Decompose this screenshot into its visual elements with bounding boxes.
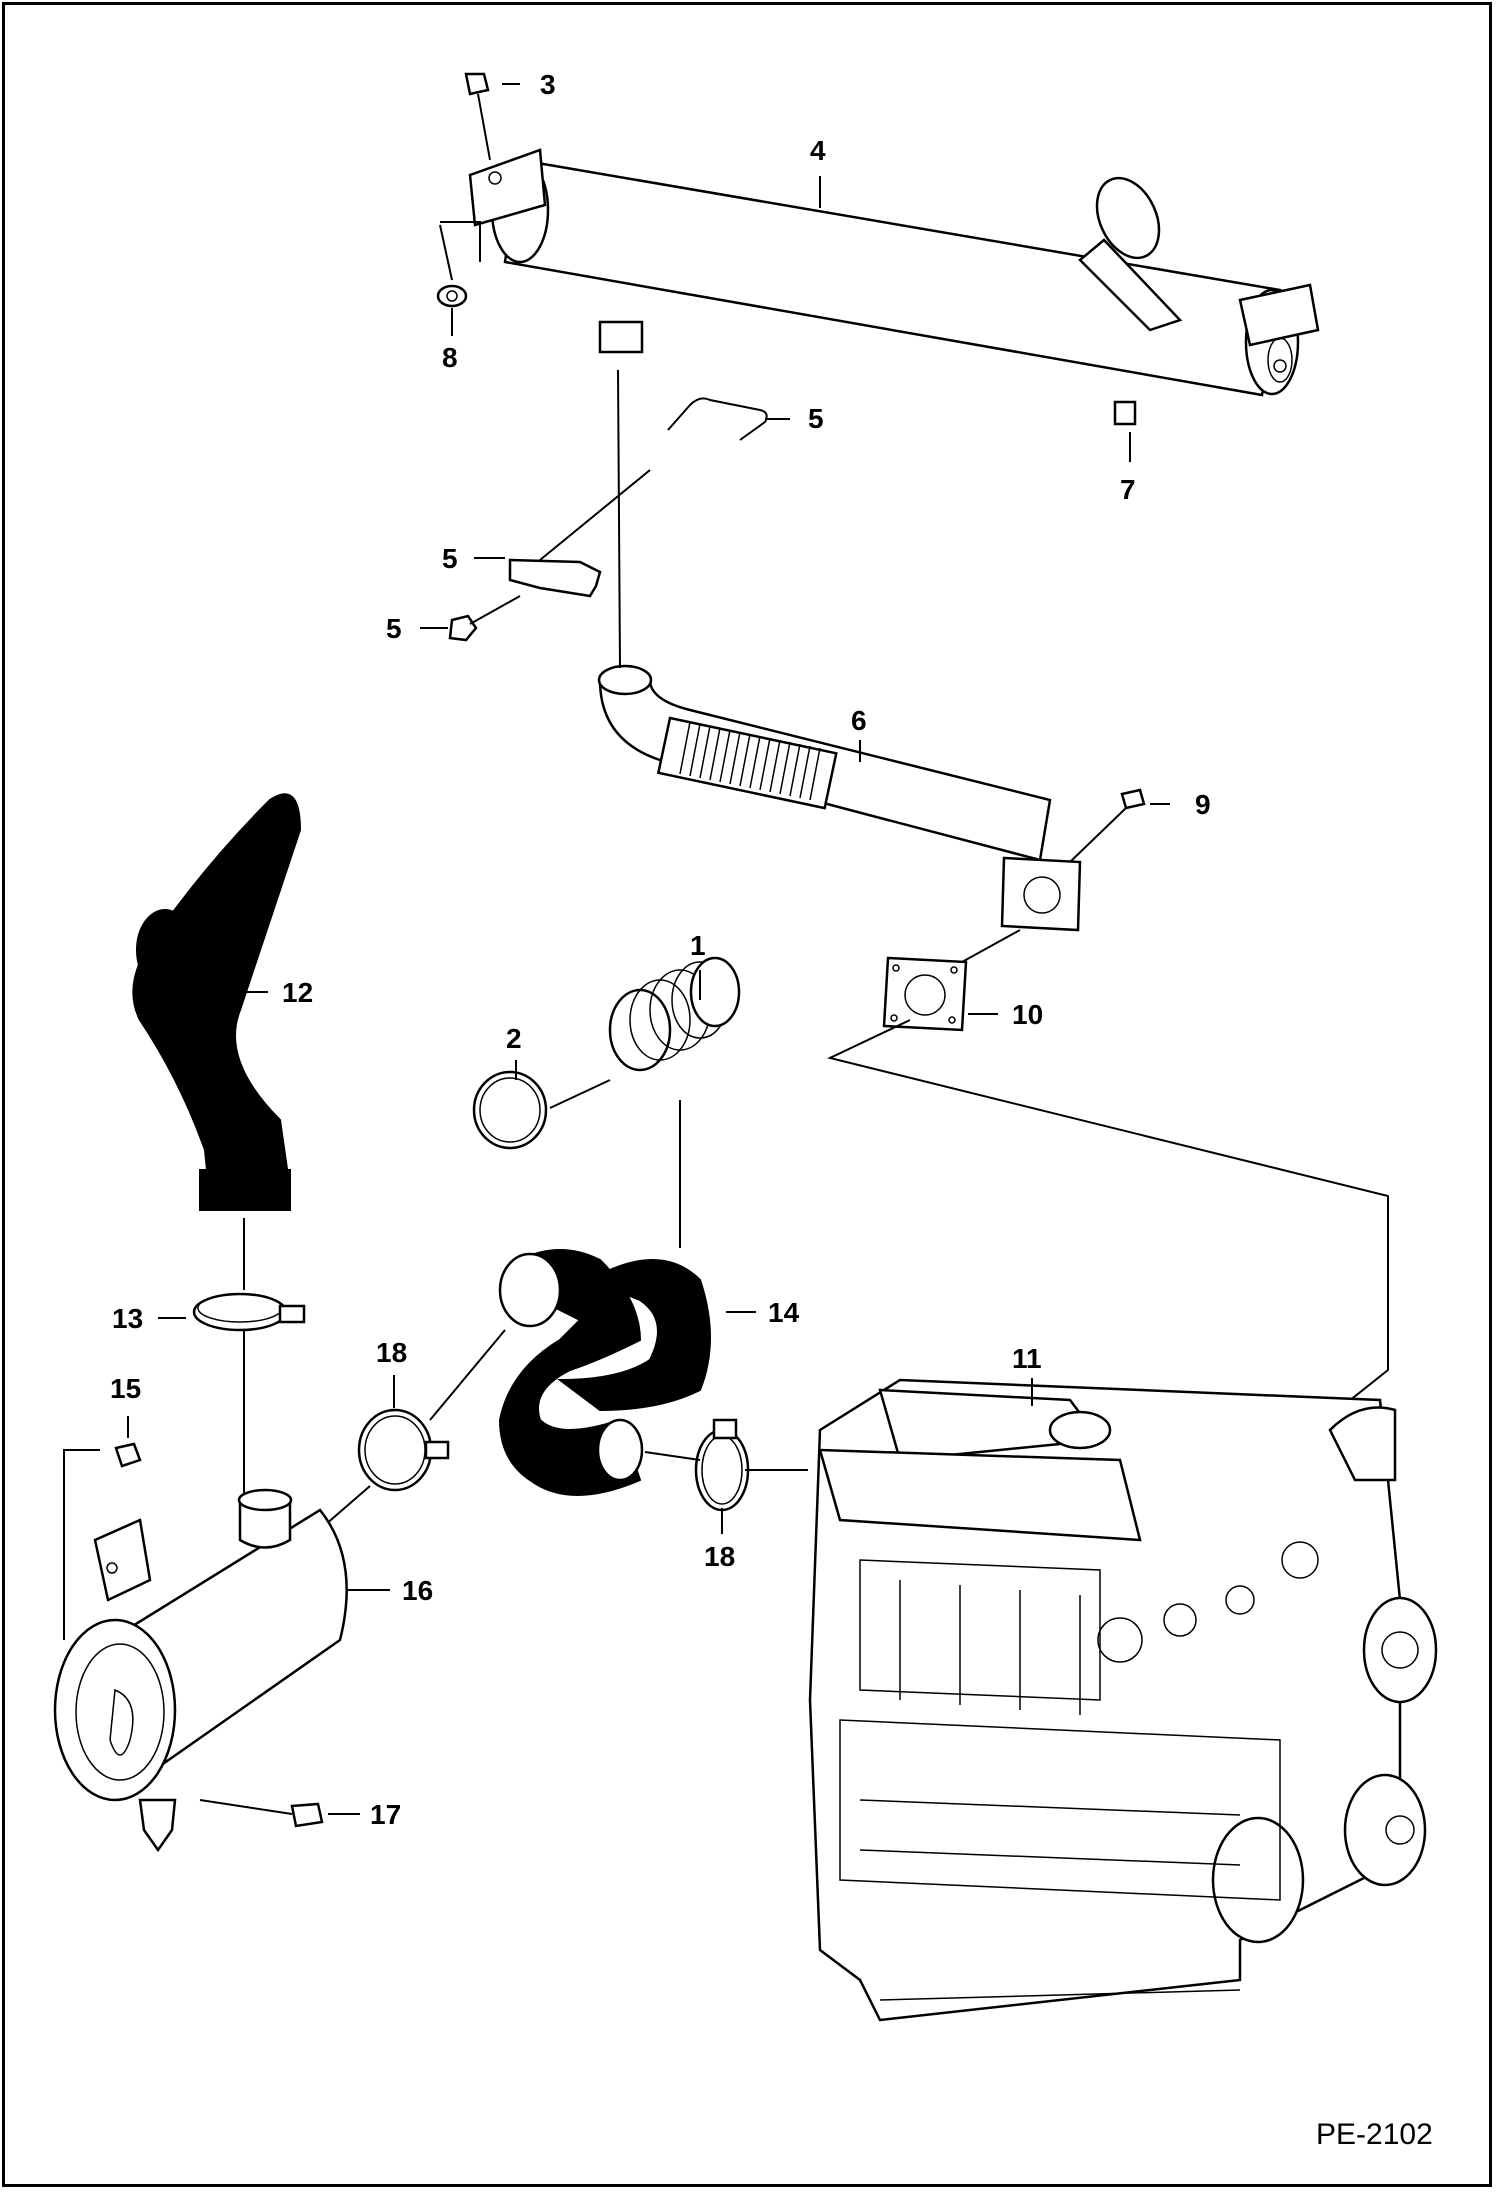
callout-17: 17 [370,1799,401,1830]
u-bolt [667,397,768,441]
callout-1: 1 [690,930,706,961]
callout-4: 4 [810,135,826,166]
callout-labels: 3 4 5 5 5 7 8 6 9 10 11 12 1 2 13 14 15 … [110,69,1211,1830]
clamp-2 [472,1070,548,1150]
callout-5-nut: 5 [386,613,402,644]
leader-8-guide [440,221,481,262]
muffler [468,148,1320,426]
callout-15: 15 [110,1373,141,1404]
exhaust-pipe [597,664,1082,932]
callout-10: 10 [1012,999,1043,1030]
callout-18-right: 18 [704,1541,735,1572]
callout-leaders [127,83,1170,1815]
hose-12 [132,793,302,1211]
callout-18-left: 18 [376,1337,407,1368]
reference-code: PE-2102 [1316,2118,1433,2151]
bolt-3 [464,72,491,161]
clamp-18-right [694,1418,750,1512]
callout-11: 11 [1012,1343,1042,1374]
callout-5-ubolt: 5 [808,403,824,434]
clamp-13 [192,1292,306,1332]
clamp-plate [508,558,602,598]
bellows-hose-1 [608,956,741,1072]
leader-pipe-to-muffler [617,369,621,669]
callout-5-clamp: 5 [442,543,458,574]
nut-8 [436,284,468,308]
callout-12: 12 [282,977,313,1008]
leader-15-guide [63,1449,100,1640]
gasket-10 [882,956,968,1032]
callout-16: 16 [402,1575,433,1606]
callout-6: 6 [851,705,867,736]
engine [808,1378,1438,2022]
leader-gasket-to-engine [827,1019,1389,1441]
callout-8: 8 [442,342,458,373]
callout-14: 14 [768,1297,800,1328]
air-cleaner [53,1488,348,1853]
callout-13: 13 [112,1303,143,1334]
callout-2: 2 [506,1023,522,1054]
clamp-18-left [357,1408,450,1492]
callout-9: 9 [1195,789,1211,820]
callout-3: 3 [540,69,556,100]
bolt-15 [114,1442,142,1468]
callout-7: 7 [1120,474,1136,505]
bolt-9 [1069,788,1146,863]
nut-5 [448,614,478,642]
bolt-17 [199,1799,324,1828]
hose-14 [498,1249,711,1496]
